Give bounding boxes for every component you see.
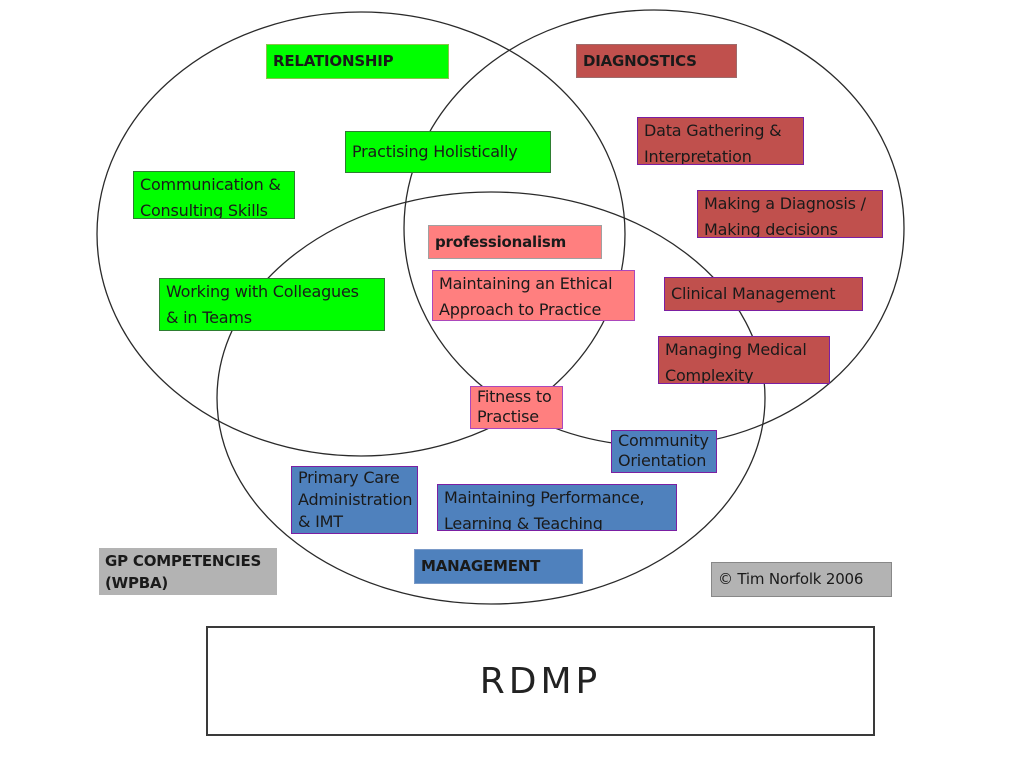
communication-box: Communication & Consulting Skills	[133, 171, 295, 219]
working-with-colleagues-box: Working with Colleagues & in Teams	[159, 278, 385, 331]
management-circle	[216, 191, 766, 605]
community-orientation-box: Community Orientation	[611, 430, 717, 473]
ethical-approach-box: Maintaining an Ethical Approach to Pract…	[432, 270, 635, 321]
community-orientation-line: Orientation	[618, 451, 707, 470]
making-diagnosis-box: Making a Diagnosis / Making decisions	[697, 190, 883, 238]
managing-complexity-line: Complexity	[665, 366, 754, 384]
slide-title: RDMP	[479, 660, 602, 702]
primary-care-line: Administration	[298, 490, 413, 509]
slide-title-box: RDMP	[206, 626, 875, 736]
communication-line: Communication &	[140, 175, 281, 194]
primary-care-line: Primary Care	[298, 468, 400, 487]
fitness-box: Fitness to Practise	[470, 386, 563, 429]
legend-line: (WPBA)	[105, 574, 169, 592]
maintaining-performance-box: Maintaining Performance, Learning & Teac…	[437, 484, 677, 531]
making-diagnosis-line: Making decisions	[704, 220, 838, 238]
management-heading: MANAGEMENT	[414, 549, 583, 584]
professionalism-heading: professionalism	[428, 225, 602, 259]
managing-complexity-line: Managing Medical	[665, 340, 807, 359]
diagnostics-heading: DIAGNOSTICS	[576, 44, 737, 78]
maintaining-performance-line: Maintaining Performance,	[444, 488, 645, 507]
maintaining-performance-line: Learning & Teaching	[444, 514, 603, 531]
working-with-colleagues-line: Working with Colleagues	[166, 282, 359, 301]
primary-care-line: & IMT	[298, 512, 343, 531]
data-gathering-line: Data Gathering &	[644, 121, 782, 140]
ethical-approach-line: Maintaining an Ethical	[439, 274, 613, 293]
communication-line: Consulting Skills	[140, 201, 268, 219]
making-diagnosis-line: Making a Diagnosis /	[704, 194, 866, 213]
data-gathering-box: Data Gathering & Interpretation	[637, 117, 804, 165]
relationship-circle	[96, 11, 626, 457]
community-orientation-line: Community	[618, 431, 709, 450]
relationship-heading: RELATIONSHIP	[266, 44, 449, 79]
clinical-management-box: Clinical Management	[664, 277, 863, 311]
gp-competencies-legend: GP COMPETENCIES (WPBA)	[99, 548, 277, 595]
copyright-note: © Tim Norfolk 2006	[711, 562, 892, 597]
legend-line: GP COMPETENCIES	[105, 552, 262, 570]
ethical-approach-line: Approach to Practice	[439, 300, 602, 319]
managing-complexity-box: Managing Medical Complexity	[658, 336, 830, 384]
working-with-colleagues-line: & in Teams	[166, 308, 252, 327]
practising-holistically-box: Practising Holistically	[345, 131, 551, 173]
fitness-line: Practise	[477, 407, 539, 426]
primary-care-box: Primary Care Administration & IMT	[291, 466, 418, 534]
fitness-line: Fitness to	[477, 387, 552, 406]
data-gathering-line: Interpretation	[644, 147, 752, 165]
